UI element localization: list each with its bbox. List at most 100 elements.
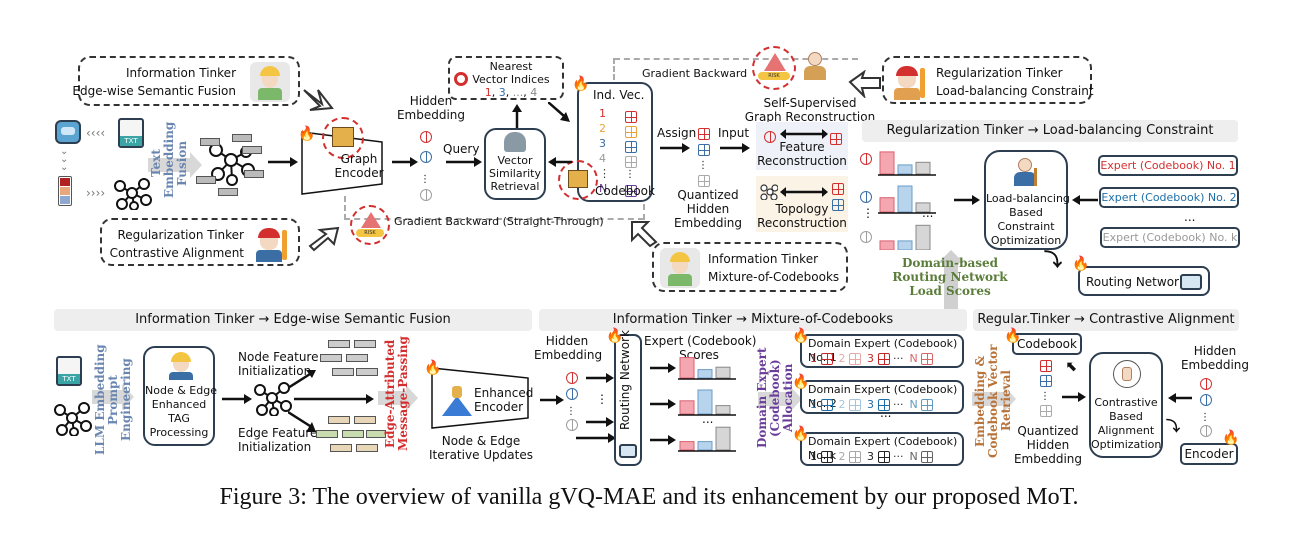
routing-network-label: Routing Network [618, 330, 632, 430]
nearest-l1: Nearest [489, 60, 533, 73]
contrastive-panel-title: Regular.Tinker → Contrastive Alignment [973, 309, 1239, 331]
person-icon [802, 52, 828, 82]
domain-load-scores-label: Domain-based Routing Network Load Scores [892, 256, 1008, 298]
load-scores-arrow [944, 262, 958, 314]
routing-network-box: Routing Network [1078, 266, 1210, 296]
contrastive-opt-l1: Contrastive [1094, 396, 1158, 409]
nearest-indices-box: Nearest Vector Indices 1, 3, ..., 4 [448, 56, 564, 100]
gradient-top-down [613, 58, 615, 80]
arrow-codebook-to-vsr [548, 157, 572, 167]
tinker-load-line2: Load-balancing Constraint [936, 84, 1094, 98]
arrow-query [446, 157, 482, 167]
encoder-small-label: Encoder [1184, 447, 1234, 461]
fusion-arrow-head [190, 152, 202, 178]
chevrons-left-icon: ‹‹‹‹ [86, 126, 106, 140]
fire-icon: 🔥 [424, 360, 442, 376]
arrow-assign [660, 143, 690, 153]
assign-label: Assign [657, 126, 697, 140]
message-passing-arrow [378, 391, 406, 405]
mountain-icon [440, 384, 474, 418]
load-opt-l4: Optimization [990, 234, 1062, 247]
score-bar-red [679, 441, 695, 451]
load-score-row-1 [860, 150, 872, 169]
mechanic-icon [254, 226, 290, 262]
load-opt-l2: Based [1009, 206, 1043, 219]
score-bar-blue [697, 369, 713, 379]
nearest-l2: Vector Indices [472, 73, 550, 86]
score-bar-red [879, 240, 895, 250]
score-bar-gray [715, 366, 731, 379]
score-bar-blue [897, 240, 913, 250]
arrow-node-features [288, 370, 316, 390]
hollow-arrow-icon [308, 226, 340, 252]
arrow-up-to-nearest [512, 104, 522, 128]
fire-icon: 🔥 [606, 328, 624, 344]
judge-icon [1012, 158, 1042, 186]
moc-panel-title: Information Tinker → Mixture-of-Codebook… [539, 309, 967, 331]
robot-icon [55, 120, 81, 144]
edge-feature-chips [316, 416, 386, 460]
domain-expert-vectors: 1 2 3 ···N [810, 352, 939, 366]
text-embedding-fusion-label: Text Embedding Fusion [149, 121, 189, 198]
gradient-top-line [614, 58, 858, 60]
load-ellipsis: ... [922, 206, 934, 220]
vertical-ellipsis: ⋮ [862, 206, 874, 220]
score-bar-red [879, 197, 895, 213]
engineer-icon [660, 248, 700, 288]
figure-caption: Figure 3: The overview of vanilla gVQ-MA… [219, 484, 1079, 510]
engineer-icon [250, 62, 290, 102]
arrow-to-encoder [268, 157, 298, 167]
arrow-from-experts [1072, 195, 1098, 205]
vector-similarity-box: Vector Similarity Retrieval [484, 128, 546, 200]
fist-icon [1113, 360, 1141, 388]
expert-score-bars [678, 357, 736, 452]
score-bar-gray [915, 202, 931, 213]
fusion-arrow [148, 158, 192, 172]
contrastive-opt-l4: Optimization [1091, 438, 1162, 451]
score-bar-gray [715, 426, 731, 451]
hollow-arrow-icon [303, 89, 334, 111]
router-icon [619, 444, 637, 458]
tinker-moc-box: Information Tinker Mixture-of-Codebooks [652, 242, 848, 292]
score-bar-gray [715, 405, 731, 415]
load-score-row-2 [860, 188, 872, 207]
enhanced-encoder-label: Enhanced Encoder [474, 386, 534, 414]
feature-recon-panel: Feature Reconstruction [756, 122, 848, 170]
score-bar-red [679, 357, 695, 379]
arrow-score-2 [650, 399, 676, 409]
hollow-arrow-icon [848, 70, 881, 98]
graph-icon [54, 402, 92, 436]
codebook-risk-marker [558, 160, 598, 200]
arrow-hidden-last [576, 433, 616, 443]
message-passing-arrow-head [406, 385, 418, 411]
codebook-index-list: 1 2 3 4 ⋮ N [599, 107, 610, 195]
hidden-embedding-stack: ⋮ [420, 128, 434, 205]
domain-expert-title: Domain Expert (Codebook) No. 1 [808, 337, 958, 364]
feature-cluster [196, 130, 266, 200]
input-label: Input [718, 126, 750, 140]
message-passing-label: Edge-Attributed Message-Passing [383, 336, 410, 452]
domain-expert-ellipsis: ... [880, 406, 892, 420]
contrastive-optimizer: Contrastive Based Alignment Optimization [1089, 352, 1163, 458]
fire-icon: 🔥 [572, 76, 590, 92]
graph-icon [254, 382, 292, 416]
chevrons-right-icon: ›››› [86, 186, 106, 200]
self-supervised-label: Self-Supervised Graph Reconstruction [744, 96, 876, 124]
arrow-score-3 [650, 435, 676, 445]
load-opt-l1: Load-balancing [986, 192, 1070, 205]
arrow-to-load-opt [954, 195, 980, 205]
tag-l2: Enhanced [151, 398, 207, 411]
expert-1: Expert (Codebook) No. 1 [1098, 155, 1238, 176]
codebook-small-box: Codebook [1012, 333, 1082, 355]
contrastive-quantized-stack: ⋮ [1040, 358, 1054, 418]
topology-recon-panel: Topology Reconstruction [756, 176, 848, 232]
moc-ellipsis: ... [702, 412, 714, 426]
mechanic-icon [892, 64, 928, 100]
target-icon [454, 72, 468, 86]
routing-network-label: Routing Network [1086, 275, 1186, 289]
arrow-input [720, 143, 750, 153]
vsr-l1: Vector [497, 154, 533, 167]
quantized-stack: ⋮ [698, 126, 712, 187]
tag-l3: TAG [168, 412, 190, 425]
